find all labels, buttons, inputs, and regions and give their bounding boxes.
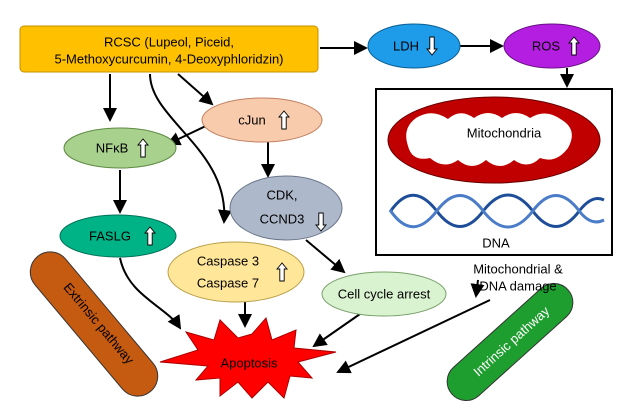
rcsc-label-line2: 5-Methoxycurcumin, 4-Deoxyphloridzin) (54, 51, 283, 66)
dna-strand-2 (388, 194, 605, 229)
arrow-cdk-cellcycle (305, 239, 346, 274)
damage-label-line1: Mitochondrial & (473, 261, 563, 276)
intrinsic-pathway-band: Intrinsic pathway (446, 283, 574, 401)
arrow-cellcycle-apoptosis (312, 313, 361, 348)
cell-cycle-ellipse (321, 271, 447, 317)
ros-label: ROS (532, 38, 561, 53)
cjun-node: cJun (201, 97, 323, 143)
ros-node: ROS (503, 23, 601, 69)
extrinsic-band-shape (29, 251, 159, 397)
damage-label-line2: DNA damage (479, 278, 556, 293)
extrinsic-pathway-band: Extrinsic pathway (29, 251, 159, 397)
mitochondrial-dna-box: Mitochondria DNA (375, 88, 613, 256)
ros-ellipse (503, 23, 601, 69)
apoptosis-node: Apoptosis (159, 316, 337, 399)
dna-label: DNA (482, 235, 510, 250)
arrow-damage-apoptosis (336, 299, 491, 374)
ldh-node: LDH (367, 23, 461, 69)
faslg-node: FASLG (59, 214, 177, 258)
rcsc-box (19, 25, 319, 73)
damage-node: Mitochondrial & DNA damage (473, 261, 563, 293)
mitochondria-label: Mitochondria (467, 125, 542, 140)
nfkb-ellipse (63, 127, 177, 169)
cdk-node: CDK, CCND3 (229, 175, 343, 241)
rcsc-node: RCSC (Lupeol, Piceid, 5-Methoxycurcumin,… (19, 25, 319, 73)
ldh-ellipse (367, 23, 461, 69)
cdk-label-line2: CCND3 (260, 211, 305, 226)
caspase-ellipse (167, 241, 305, 303)
pathway-arrows (103, 39, 574, 374)
cdk-label-line1: CDK, (266, 187, 297, 202)
mitochondria-cristae (406, 113, 572, 166)
apoptosis-starburst (159, 316, 337, 399)
arrow-cjun-nfkb (166, 123, 211, 146)
nfkb-node: NFκB (63, 127, 177, 169)
arrow-faslg-apoptosis (119, 257, 182, 330)
faslg-label: FASLG (89, 228, 131, 243)
rcsc-label-line1: RCSC (Lupeol, Piceid, (104, 34, 234, 49)
caspase-label-line1: Caspase 3 (197, 253, 259, 268)
ldh-label: LDH (393, 38, 419, 53)
caspase-label-line2: Caspase 7 (197, 275, 259, 290)
faslg-ellipse (59, 214, 177, 258)
cjun-label: cJun (238, 112, 265, 127)
cell-cycle-node: Cell cycle arrest (321, 271, 447, 317)
cell-cycle-label: Cell cycle arrest (338, 286, 431, 301)
intrinsic-band-shape (446, 283, 574, 401)
arrow-rcsc-caspase (149, 73, 232, 224)
caspase-node: Caspase 3 Caspase 7 (167, 241, 305, 303)
arrow-box-damage (470, 279, 485, 298)
apoptosis-label: Apoptosis (220, 355, 278, 370)
cdk-ellipse (229, 175, 343, 241)
nfkb-label: NFκB (96, 140, 129, 155)
arrow-rcsc-cjun (177, 73, 214, 106)
cjun-ellipse (201, 97, 323, 143)
